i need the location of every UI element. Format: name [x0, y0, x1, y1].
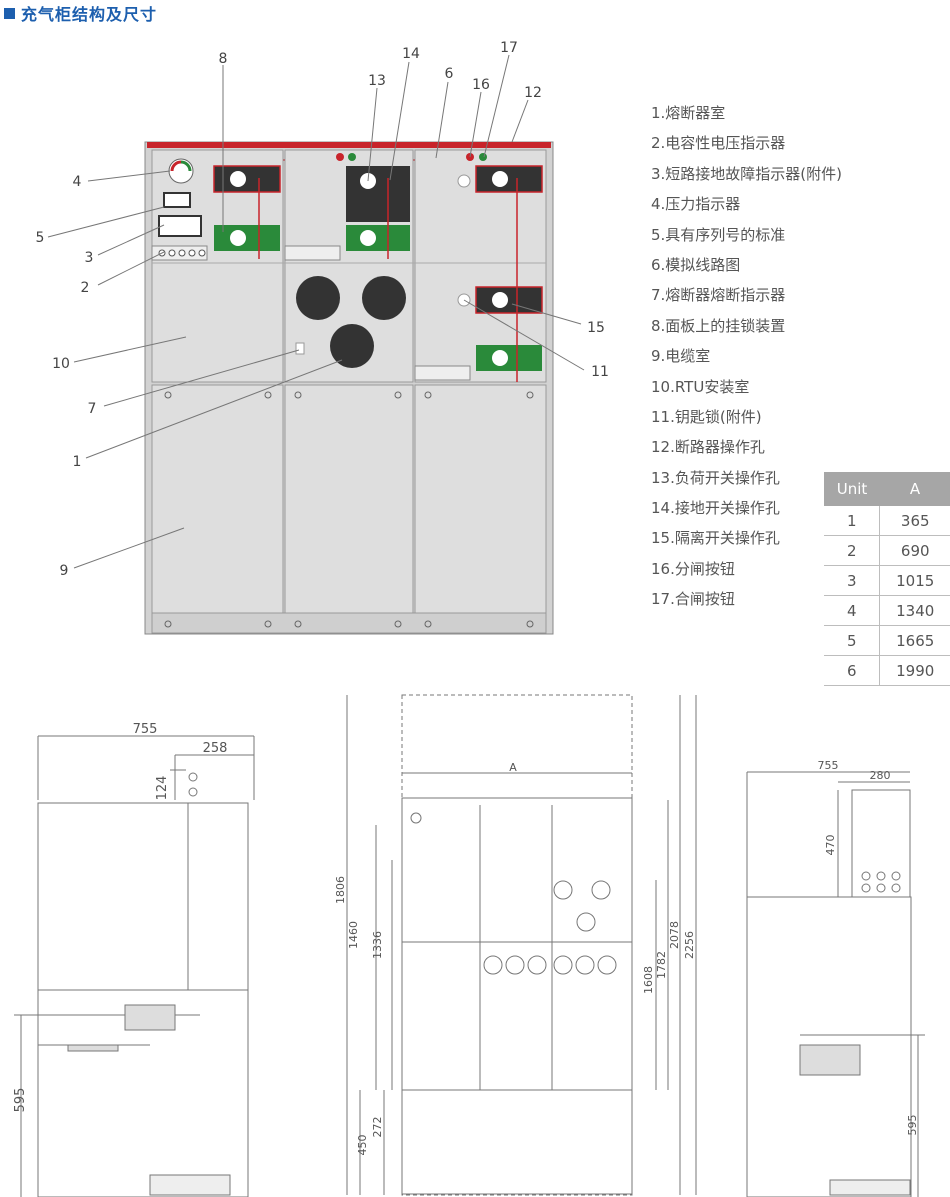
legend-item: 12.断路器操作孔	[651, 438, 765, 457]
callout-10: 10	[52, 356, 70, 372]
dim-front-450: 450	[356, 1135, 369, 1156]
callout-8: 8	[219, 51, 228, 67]
legend-item: 9.电缆室	[651, 347, 711, 366]
dim-front-1608: 1608	[642, 966, 655, 994]
table-cell: 6	[824, 655, 881, 686]
dim-right-top: 470	[824, 835, 837, 856]
legend-item: 6.模拟线路图	[651, 255, 741, 274]
legend-item: 16.分闸按钮	[651, 559, 735, 578]
callout-9: 9	[60, 563, 69, 579]
dim-left-top: 124	[155, 776, 170, 801]
table-header-row: Unit A	[824, 472, 950, 506]
table-cell: 1	[824, 506, 881, 536]
side-view-left	[14, 735, 255, 1197]
table-header-a: A	[879, 472, 950, 506]
table-cell: 690	[879, 535, 950, 566]
table-cell: 5	[824, 625, 881, 656]
callout-14: 14	[402, 46, 420, 62]
table-header-unit: Unit	[824, 472, 880, 506]
callout-6: 6	[445, 66, 454, 82]
callout-12: 12	[524, 85, 542, 101]
dim-front-1782: 1782	[655, 951, 668, 979]
section-header: 充气柜结构及尺寸	[0, 0, 157, 26]
callout-7: 7	[88, 401, 97, 417]
dim-right-depth: 280	[870, 769, 891, 782]
table-cell: 2	[824, 535, 881, 566]
callout-3: 3	[85, 250, 94, 266]
leader-lines	[47, 54, 585, 569]
side-view-right	[746, 771, 925, 1197]
dim-front-1336: 1336	[371, 931, 384, 959]
legend-item: 4.压力指示器	[651, 195, 741, 214]
table-cell: 1990	[879, 655, 950, 686]
page-title: 充气柜结构及尺寸	[21, 5, 158, 24]
callout-16: 16	[472, 77, 490, 93]
component-legend: 1.熔断器室 2.电容性电压指示器 3.短路接地故障指示器(附件) 4.压力指示…	[651, 98, 842, 615]
table-cell: 1015	[879, 565, 950, 596]
dim-left-width: 755	[133, 722, 158, 737]
legend-item: 5.具有序列号的标准	[651, 225, 786, 244]
legend-item: 14.接地开关操作孔	[651, 499, 780, 518]
dim-right-height: 595	[906, 1115, 919, 1136]
table-cell: 1665	[879, 625, 950, 656]
callout-11: 11	[591, 364, 609, 380]
dim-left-height: 595	[13, 1088, 28, 1113]
callout-2: 2	[81, 280, 90, 296]
table-cell: 3	[824, 565, 881, 596]
dim-front-1806: 1806	[334, 876, 347, 904]
dim-front-272: 272	[371, 1117, 384, 1138]
legend-item: 1.熔断器室	[651, 104, 726, 122]
legend-item: 17.合闸按钮	[651, 590, 735, 609]
legend-item: 15.隔离开关操作孔	[651, 529, 780, 548]
callout-13: 13	[368, 73, 386, 89]
dim-front-a: A	[509, 761, 517, 774]
dim-front-1460: 1460	[347, 921, 360, 949]
dim-right-width: 755	[818, 759, 839, 772]
legend-item: 8.面板上的挂锁装置	[651, 316, 786, 335]
callout-labels: 8 14 13 6 16 17 12 4 5 3 2 10 7 1 9 15 1…	[36, 40, 609, 579]
dim-left-depth: 258	[203, 741, 228, 756]
table-cell: 365	[879, 506, 950, 536]
legend-item: 2.电容性电压指示器	[651, 134, 786, 153]
table-cell: 4	[824, 595, 881, 626]
legend-item: 10.RTU安装室	[651, 377, 750, 396]
callout-4: 4	[73, 174, 82, 190]
header-square-icon	[4, 7, 15, 19]
callout-5: 5	[36, 230, 45, 246]
legend-item: 7.熔断器熔断指示器	[651, 286, 786, 305]
dim-front-2256: 2256	[683, 931, 696, 959]
callout-17: 17	[500, 40, 518, 56]
front-view-dimensioned	[346, 694, 697, 1196]
legend-item: 3.短路接地故障指示器(附件)	[651, 164, 843, 183]
legend-item: 11.钥匙锁(附件)	[651, 407, 762, 426]
callout-15: 15	[587, 320, 605, 336]
callout-1: 1	[73, 454, 82, 470]
cabinet-front-view	[144, 141, 554, 635]
dim-front-2078: 2078	[668, 921, 681, 949]
legend-item: 13.负荷开关操作孔	[651, 468, 780, 487]
table-cell: 1340	[879, 595, 950, 626]
